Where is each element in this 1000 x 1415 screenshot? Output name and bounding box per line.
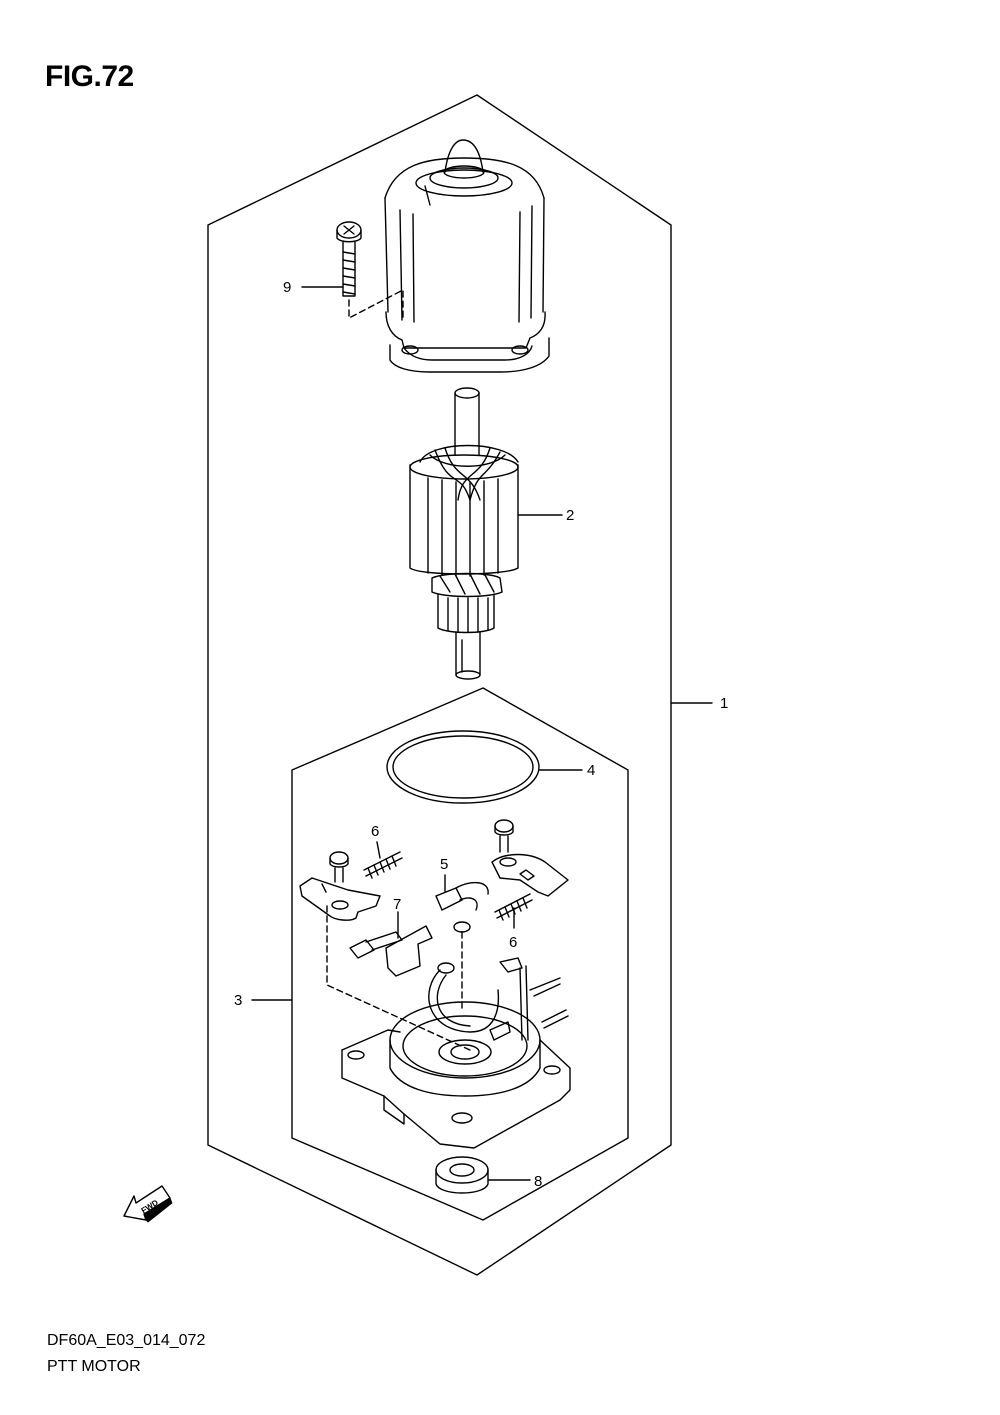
figure-code: DF60A_E03_014_072 — [47, 1332, 206, 1349]
brush-5 — [435, 881, 489, 933]
callout-2: 2 — [566, 507, 574, 524]
screw-alignment-line — [348, 289, 404, 319]
callout-6-upper: 6 — [371, 823, 379, 840]
callout-1: 1 — [720, 695, 728, 712]
spring-6-upper — [363, 851, 403, 879]
callout-8: 8 — [534, 1173, 542, 1190]
bearing-8 — [435, 1156, 489, 1194]
figure-name: PTT MOTOR — [47, 1358, 141, 1375]
callout-3: 3 — [234, 992, 242, 1009]
brush-7 — [349, 925, 433, 977]
callout-9: 9 — [283, 279, 291, 296]
leader-line-6a — [376, 841, 381, 859]
fwd-arrow-icon: FWD — [123, 1185, 173, 1223]
armature — [409, 387, 519, 680]
callout-4: 4 — [587, 762, 595, 779]
end-frame — [341, 957, 571, 1149]
callout-5: 5 — [440, 856, 448, 873]
assembly-frame-outer — [207, 94, 672, 1276]
callout-6-lower: 6 — [509, 934, 517, 951]
brush-plate-left — [299, 851, 381, 921]
o-ring — [386, 730, 540, 804]
callout-7: 7 — [393, 896, 401, 913]
spring-6-lower — [494, 893, 533, 921]
motor-housing — [384, 139, 550, 373]
screw-9 — [336, 221, 362, 297]
alignment-line-left — [326, 905, 471, 1051]
figure-title: FIG.72 — [45, 60, 134, 93]
assembly-frame-inner — [291, 687, 629, 1221]
brush-plate-right — [491, 819, 569, 897]
